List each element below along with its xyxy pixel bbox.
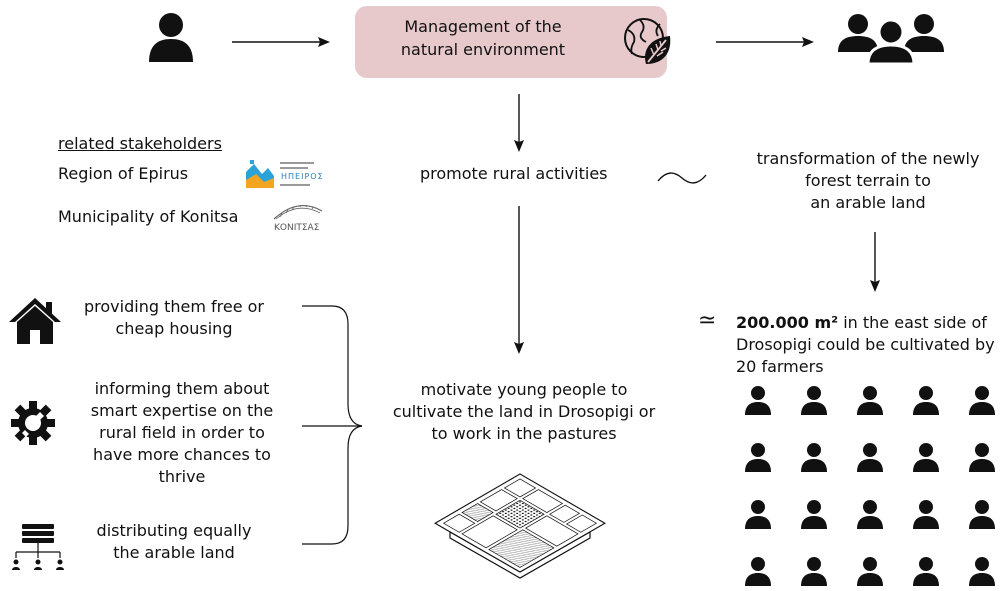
measure-housing: providing them free or cheap housing <box>84 297 264 338</box>
arrow-down <box>514 94 524 152</box>
farmer-icon <box>745 443 771 472</box>
stakeholder-municipality-konitsa: Municipality of Konitsa <box>58 207 239 226</box>
curly-brace <box>302 305 363 545</box>
farmer-icon <box>969 557 995 586</box>
konitsa-municipality-logo <box>273 204 323 220</box>
measure-expertise: informing them about smart expertise on … <box>90 379 274 486</box>
measure-land-distribution: distributing equally the arable land <box>96 521 252 562</box>
farmer-icon <box>969 443 995 472</box>
globe-leaf-icon <box>624 18 671 64</box>
farmer-icon <box>801 386 827 415</box>
land-distribution-icon <box>12 524 64 570</box>
management-label: Management of the natural environment <box>368 15 598 61</box>
farmer-icon <box>913 557 939 586</box>
group-people-icon <box>838 14 944 64</box>
stakeholder-region-epirus: Region of Epirus <box>58 164 189 183</box>
management-label-line2: natural environment <box>400 40 566 59</box>
management-box <box>355 6 667 78</box>
farmer-icon <box>745 386 771 415</box>
approx-equal-symbol: ≃ <box>698 308 717 333</box>
epirus-logo-text: ΗΠΕΙΡΟΣ <box>281 172 324 181</box>
farmer-icon <box>801 557 827 586</box>
area-text: 200.000 m² in the east side of Drosopigi… <box>736 313 995 376</box>
motivate-young-people: motivate young people to cultivate the l… <box>392 380 656 443</box>
farmer-icon <box>969 500 995 529</box>
gear-wrench-icon <box>11 401 55 445</box>
arrow-right <box>232 37 330 47</box>
transformation-text: transformation of the newly forest terra… <box>756 149 980 212</box>
arrow-down <box>870 232 880 292</box>
farmer-icon <box>801 443 827 472</box>
farmer-icon <box>913 500 939 529</box>
arrow-down <box>514 206 524 354</box>
farmer-icon <box>857 500 883 529</box>
house-icon <box>9 298 61 344</box>
person-icon <box>149 13 193 62</box>
tilde-connector <box>657 172 707 184</box>
farmer-grid <box>730 385 1007 591</box>
farmer-icon <box>913 443 939 472</box>
management-label-line1: Management of the <box>404 17 562 36</box>
field-plots-illustration <box>434 473 606 579</box>
arrow-right <box>716 37 814 47</box>
stakeholders-title: related stakeholders <box>58 134 222 153</box>
farmer-icon <box>913 386 939 415</box>
promote-rural-activities: promote rural activities <box>420 164 608 183</box>
farmer-icon <box>969 386 995 415</box>
farmer-icon <box>857 386 883 415</box>
konitsa-logo-text: ΚΟΝΙΤΣΑΣ <box>274 223 320 233</box>
farmer-icon <box>745 500 771 529</box>
farmer-icon <box>857 443 883 472</box>
epirus-program-logo <box>246 160 314 188</box>
farmer-icon <box>801 500 827 529</box>
area-value: 200.000 m² <box>736 313 839 332</box>
farmer-icon <box>745 557 771 586</box>
farmer-icon <box>857 557 883 586</box>
